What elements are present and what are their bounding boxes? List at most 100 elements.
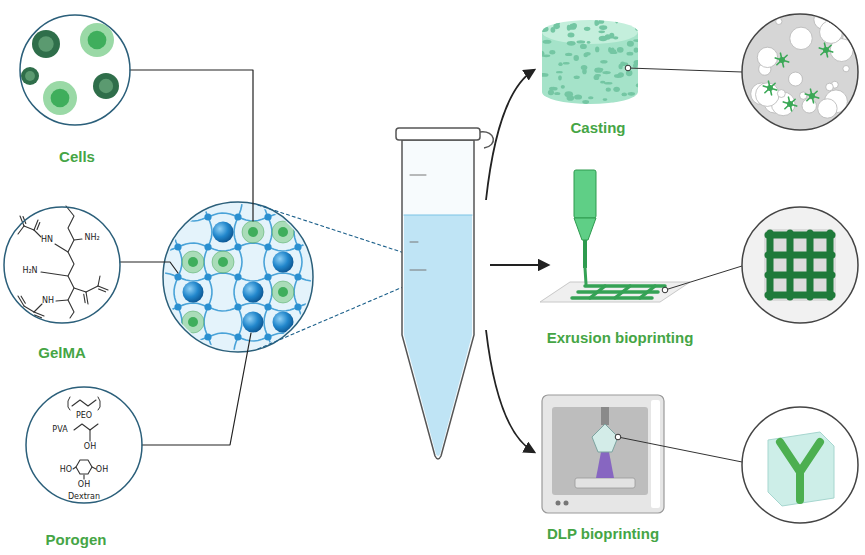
bond <box>24 306 34 312</box>
cell-nucleus <box>51 89 70 108</box>
channel <box>780 442 820 500</box>
atom-label: PEO <box>76 411 92 420</box>
lattice-strand <box>807 233 814 297</box>
pore <box>818 99 837 118</box>
pore <box>556 71 563 73</box>
liquid-surface <box>404 214 472 215</box>
gelma-ground <box>4 207 120 323</box>
eppendorf-tube <box>396 128 493 459</box>
pore <box>820 20 843 43</box>
cell-nucleus <box>99 79 113 93</box>
caption-label: GelMA <box>38 344 86 361</box>
cell <box>32 30 60 58</box>
pore <box>550 27 555 33</box>
pore <box>627 41 634 47</box>
pore <box>543 103 547 106</box>
pore <box>849 99 865 116</box>
crosslink-dot <box>264 273 271 280</box>
ingredient-circle: HNNH₂H₂NNHGelMA <box>4 207 120 364</box>
pore <box>598 30 605 33</box>
pore <box>600 81 605 84</box>
pore <box>613 36 618 39</box>
bond <box>86 286 98 292</box>
crosslink-dot <box>234 333 241 340</box>
bond <box>72 400 96 406</box>
graduation-mark <box>410 242 418 243</box>
cell-nucleus <box>25 71 35 81</box>
cell-body <box>779 57 785 63</box>
pore <box>621 93 627 97</box>
pore <box>776 18 782 24</box>
uv-beam <box>596 452 614 478</box>
pore <box>558 75 562 80</box>
pore <box>789 72 803 86</box>
zoom-circle <box>742 207 858 323</box>
pore <box>594 68 602 73</box>
pore <box>538 51 545 57</box>
cast-scaffold <box>538 18 644 109</box>
gelma-structure <box>18 206 108 318</box>
atom-label: PVA <box>52 425 67 434</box>
pore <box>574 76 580 80</box>
porogen-sphere <box>243 282 264 303</box>
cell <box>43 81 77 115</box>
embedded-cell <box>272 281 294 303</box>
pore <box>740 117 750 127</box>
pore <box>539 26 542 29</box>
pore <box>548 90 554 95</box>
pore <box>543 20 551 24</box>
leader-line <box>120 262 178 273</box>
crosslink-dot <box>204 303 211 310</box>
porogen-sphere <box>273 312 294 333</box>
pore <box>580 44 587 49</box>
caption-label: Casting <box>570 119 625 136</box>
cell <box>93 73 119 99</box>
hydrogel-network <box>144 183 332 371</box>
lattice-strand <box>768 292 832 299</box>
bond <box>74 288 86 292</box>
caption-label: Cells <box>59 148 95 165</box>
lattice-strand <box>768 252 832 259</box>
graduation-mark <box>410 270 426 271</box>
atom-label: NH <box>42 296 54 305</box>
lattice-strand <box>768 232 832 239</box>
pore <box>595 46 599 52</box>
porogen-sphere <box>273 252 294 273</box>
pore <box>598 19 604 24</box>
scaffold-body <box>542 32 638 104</box>
pore <box>595 74 601 77</box>
pore <box>756 83 780 107</box>
crosslink-dot <box>264 303 271 310</box>
crosslink-dot <box>204 243 211 250</box>
pore <box>549 50 555 54</box>
embedded-cell-nucleus <box>218 257 228 267</box>
polymer-strand <box>150 183 326 191</box>
bond <box>99 289 106 292</box>
lattice-strand <box>787 233 794 297</box>
crosslink-dot <box>234 243 241 250</box>
atom-label: NH₂ <box>84 233 99 242</box>
bond <box>37 222 40 229</box>
leader-dot <box>662 287 668 293</box>
pore <box>635 26 643 31</box>
method-figure: Casting <box>540 18 640 139</box>
polymer-strand <box>204 190 212 362</box>
crosslink-dot <box>204 213 211 220</box>
crosslink-dot <box>174 243 181 250</box>
atom-label: OH <box>96 465 108 474</box>
pore <box>558 62 562 66</box>
pore <box>600 60 607 64</box>
ingredient-circle: PEOPVAOHHOOHOHDextranPorogen <box>26 387 142 551</box>
tube-cap <box>396 128 480 140</box>
cell-body <box>767 85 773 91</box>
pore <box>564 91 573 97</box>
pore <box>634 60 641 65</box>
pore <box>540 26 549 32</box>
pore <box>617 47 624 53</box>
cell-star <box>775 53 788 67</box>
crosslink-dot <box>294 303 301 310</box>
atom-label: OH <box>78 480 90 489</box>
pore <box>599 36 608 41</box>
pore <box>800 92 807 99</box>
